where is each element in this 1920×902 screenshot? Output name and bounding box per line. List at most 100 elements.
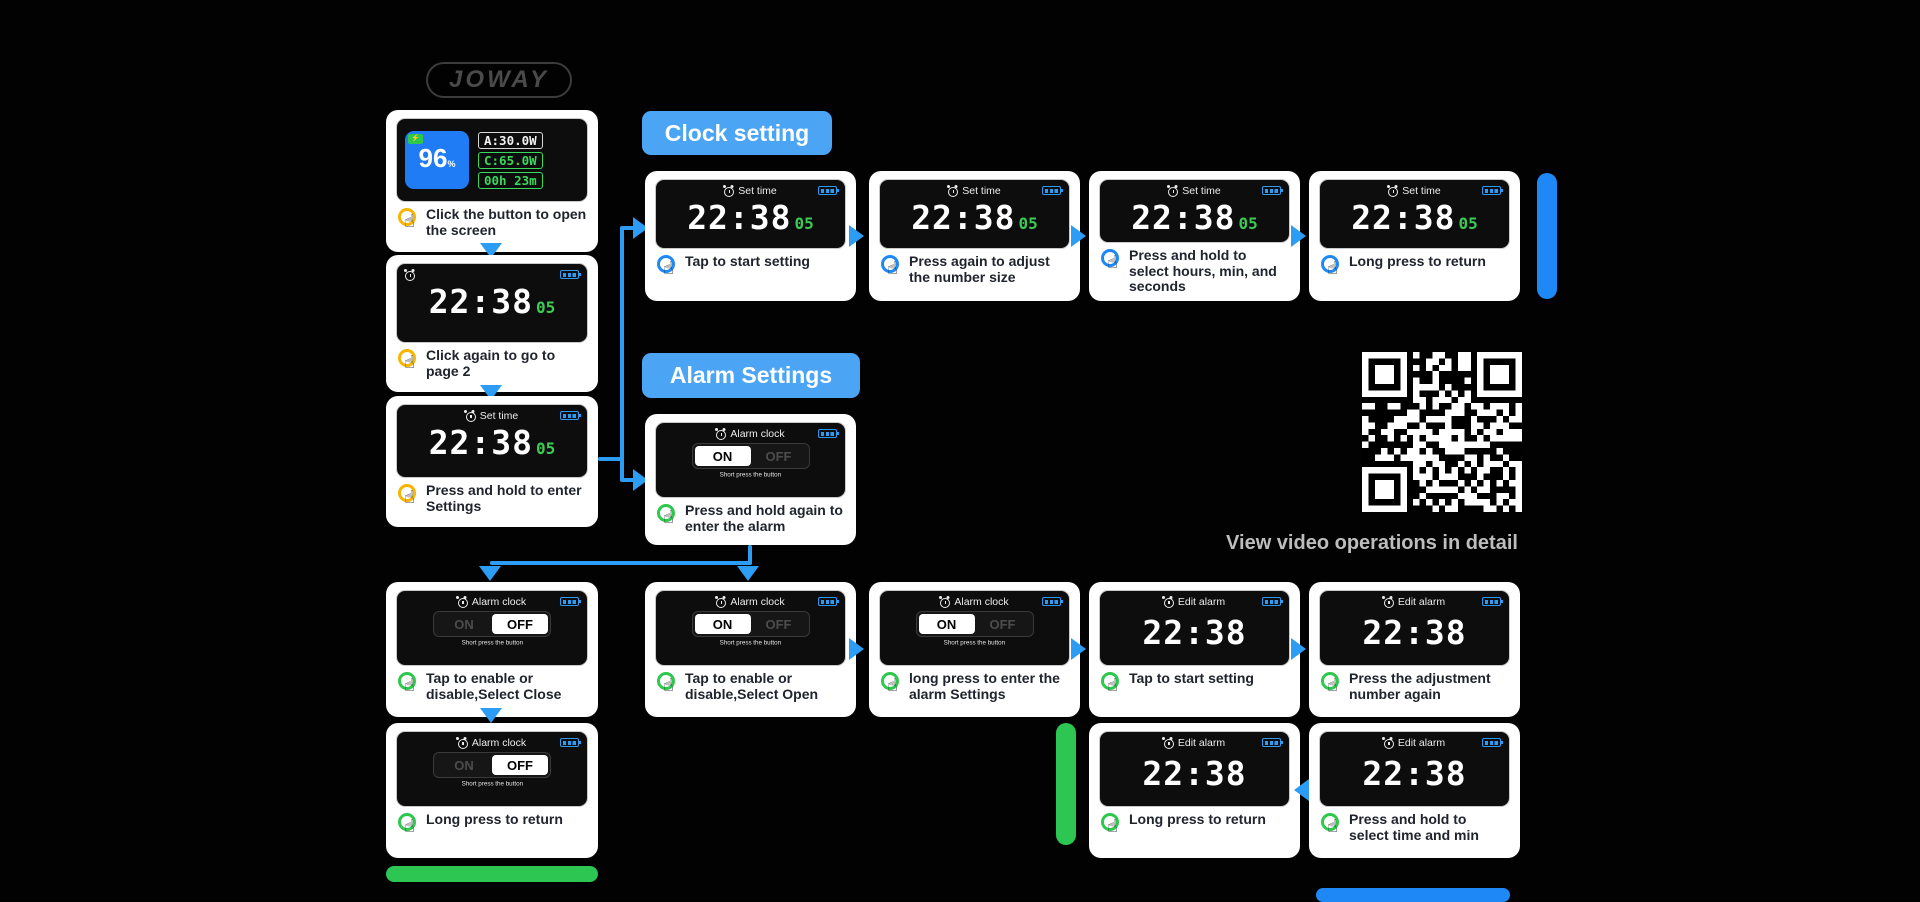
seconds-display: 05 [536, 298, 556, 317]
hand-glyph: ☝ [887, 258, 898, 279]
on-off-toggle: ON OFF [433, 611, 551, 637]
alarm-screen: Alarm clock ON OFF Short press the butto… [655, 590, 846, 666]
card-edit-select-time: Edit alarm 22:38 ☝ Press and hold to sel… [1309, 723, 1520, 858]
section-alarm-settings: Alarm Settings [642, 353, 860, 398]
hand-glyph: ☝ [404, 816, 415, 837]
tap-icon: ☝ [397, 671, 421, 701]
hand-glyph: ☝ [1327, 258, 1338, 279]
caption: Long press to return [1349, 253, 1486, 269]
clock-screen: 22:38 05 [396, 263, 588, 343]
arrow-right-icon [849, 638, 864, 660]
card-alarm-enter: Alarm clock ON OFF Short press the butto… [645, 414, 856, 545]
caption: Press the adjustment number again [1349, 670, 1491, 702]
press-hold-icon: ☝ [397, 812, 421, 842]
battery-icon [1042, 597, 1063, 606]
caption: Click again to go to page 2 [426, 347, 556, 379]
press-hold-icon: ☝ [1320, 812, 1344, 842]
caption: Press and hold to enter Settings [426, 482, 582, 514]
card-clock-select-units: Set time 22:38 05 ☝ Press and hold to se… [1089, 171, 1300, 301]
hand-glyph: ☝ [1107, 675, 1118, 696]
caption: long press to enter the alarm Settings [909, 670, 1060, 702]
connector-line [620, 226, 624, 482]
card-clock-return: Set time 22:38 05 ☝ Long press to return [1309, 171, 1520, 301]
tap-icon: ☝ [397, 348, 421, 378]
alarm-clock-icon [1162, 595, 1174, 608]
battery-icon [560, 738, 581, 747]
arrow-down-icon [480, 243, 502, 258]
connector-line [598, 457, 624, 461]
battery-icon [1482, 186, 1503, 195]
battery-icon [1482, 597, 1503, 606]
arrow-down-icon [480, 708, 502, 723]
press-hold-icon: ☝ [1320, 254, 1344, 284]
battery-icon [1262, 186, 1283, 195]
alarm-screen: Alarm clock ON OFF Short press the butto… [879, 590, 1070, 666]
toggle-on: ON [918, 614, 975, 634]
charging-icon: ⚡ [408, 134, 423, 144]
set-time-screen: Set time 22:38 05 [1099, 179, 1290, 243]
hand-glyph: ☝ [663, 507, 674, 528]
on-off-toggle: ON OFF [915, 611, 1034, 637]
press-hold-icon: ☝ [1100, 248, 1124, 278]
hand-glyph: ☝ [404, 352, 415, 373]
alarm-clock-icon [1386, 184, 1399, 197]
stat-a-watts: A:30.0W [478, 132, 543, 149]
card-clock-tap-start: Set time 22:38 05 ☝ Tap to start setting [645, 171, 856, 301]
screen-title: Edit alarm [1397, 737, 1446, 750]
card-alarm-select-open: Alarm clock ON OFF Short press the butto… [645, 582, 856, 717]
set-time-screen: Set time 22:38 05 [1319, 179, 1510, 249]
alarm-screen: Alarm clock ON OFF Short press the butto… [396, 731, 588, 807]
stat-time-remaining: 00h 23m [478, 172, 543, 189]
stat-c-watts: C:65.0W [478, 152, 543, 169]
card-enter-settings: Set time 22:38 05 ☝ Press and hold to en… [386, 396, 598, 527]
hand-glyph: ☝ [1107, 251, 1118, 273]
press-hold-icon: ☝ [656, 503, 680, 533]
screen-title: Alarm clock [954, 596, 1009, 609]
alarm-clock-icon [722, 184, 735, 197]
caption: Click the button to open the screen [426, 206, 587, 238]
press-hold-icon: ☝ [1100, 812, 1124, 842]
brand-logo: JOWAY [426, 62, 572, 98]
battery-gauge: ⚡ 96 % [405, 131, 469, 189]
battery-icon [560, 597, 581, 606]
alarm-clock-icon [714, 595, 727, 608]
progress-bar-blue-bottom [1316, 888, 1510, 902]
time-display: 22:38 [1351, 198, 1456, 237]
card-alarm-select-close: Alarm clock ON OFF Short press the butto… [386, 582, 598, 717]
edit-alarm-screen: Edit alarm 22:38 [1319, 590, 1510, 666]
connector-line [622, 226, 636, 230]
arrow-right-icon [633, 217, 648, 239]
tap-icon: ☝ [656, 671, 680, 701]
press-hold-icon: ☝ [880, 671, 904, 701]
arrow-right-icon [1291, 638, 1306, 660]
tap-icon: ☝ [397, 207, 421, 237]
percent-sign: % [447, 159, 456, 169]
toggle-hint: Short press the button [719, 470, 782, 479]
time-display: 22:38 [1362, 754, 1467, 793]
seconds-display: 05 [794, 214, 814, 233]
seconds-display: 05 [1018, 214, 1038, 233]
seconds-display: 05 [536, 439, 556, 458]
card-alarm-enter-settings: Alarm clock ON OFF Short press the butto… [869, 582, 1080, 717]
toggle-hint: Short press the button [943, 638, 1006, 647]
connector-line [748, 545, 752, 565]
toggle-off: OFF [765, 448, 792, 464]
screen-title: Edit alarm [1177, 737, 1226, 750]
screen-title: Set time [1402, 185, 1441, 198]
arrow-down-icon [479, 566, 501, 581]
on-off-toggle: ON OFF [433, 752, 551, 778]
caption: Press again to adjust the number size [909, 253, 1050, 285]
hand-glyph: ☝ [1107, 816, 1118, 837]
power-stats: A:30.0W C:65.0W 00h 23m [478, 131, 543, 189]
section-clock-setting: Clock setting [642, 111, 832, 155]
progress-bar-green-vertical [1056, 723, 1076, 845]
edit-alarm-screen: Edit alarm 22:38 [1099, 731, 1290, 807]
on-off-toggle: ON OFF [691, 611, 810, 637]
screen-title: Set time [738, 185, 777, 198]
time-display: 22:38 [428, 423, 534, 462]
seconds-display: 05 [1458, 214, 1478, 233]
arrow-right-icon [1291, 225, 1306, 247]
hand-glyph: ☝ [663, 258, 674, 279]
hand-glyph: ☝ [404, 211, 415, 232]
battery-icon [1482, 738, 1503, 747]
